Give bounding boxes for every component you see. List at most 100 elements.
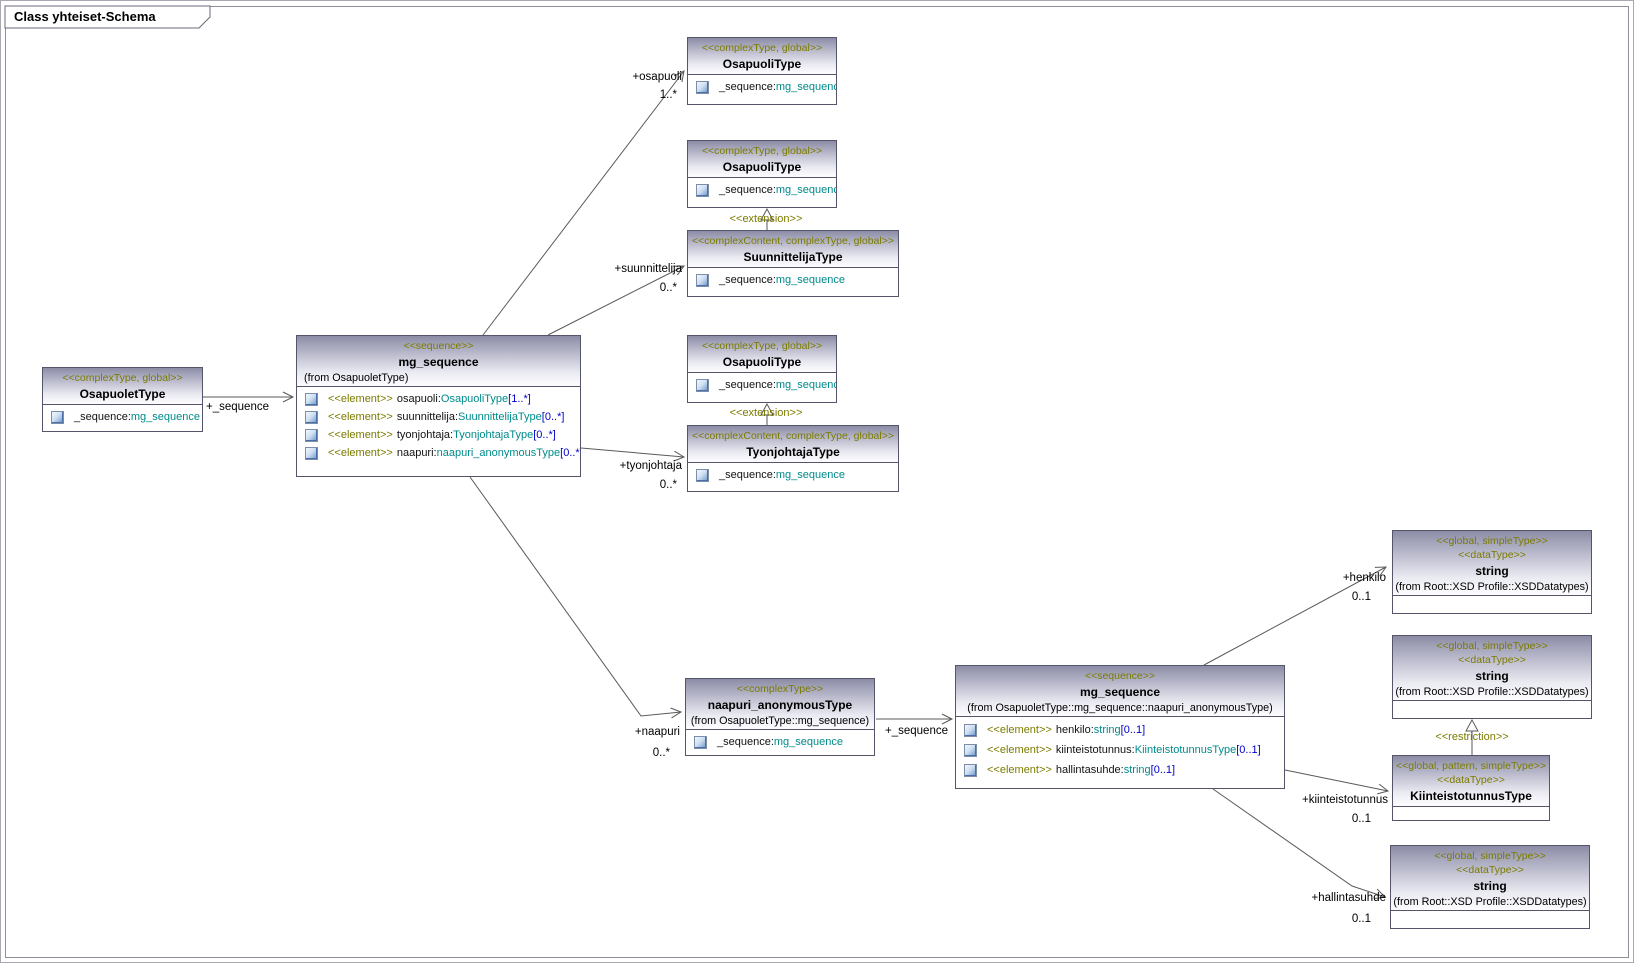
class-name: mg_sequence bbox=[1079, 685, 1161, 699]
element-compartment: <<element>> henkilo:string[0..1] <<eleme… bbox=[956, 716, 1284, 788]
element-type-link[interactable]: TyonjohtajaType bbox=[453, 429, 534, 441]
class-box-mg-sequence-1[interactable]: <<sequence>> mg_sequence (from Osapuolet… bbox=[296, 335, 581, 477]
class-name: KiinteistotunnusType bbox=[1410, 789, 1532, 803]
element-name: hallintasuhde: bbox=[1055, 764, 1124, 776]
element-row-hallintasuhde[interactable]: <<element>> hallintasuhde:string[0..1] bbox=[956, 760, 1284, 780]
edge-label-hallintasuhde: +hallintasuhde bbox=[1311, 892, 1387, 904]
empty-compartment bbox=[1393, 806, 1549, 820]
edge-tyonjohtaja[interactable] bbox=[580, 447, 686, 462]
attribute-row[interactable]: _sequence:mg_sequence bbox=[43, 408, 202, 426]
edge-label-henkilo: +henkilo bbox=[1342, 572, 1386, 584]
edge-osapuoli[interactable] bbox=[482, 70, 685, 336]
element-row-suunnittelija[interactable]: <<element>> suunnittelija:SuunnittelijaT… bbox=[297, 408, 580, 426]
attribute-icon bbox=[51, 410, 64, 424]
element-row-kiinteistotunnus[interactable]: <<element>> kiinteistotunnus:Kiinteistot… bbox=[956, 740, 1284, 760]
attribute-compartment: _sequence:mg_sequence bbox=[688, 177, 836, 207]
stereotype-label: <<complexContent, complexType, global>> bbox=[692, 235, 894, 247]
class-box-naapuri-anonymoustype[interactable]: <<complexType>> naapuri_anonymousType (f… bbox=[685, 678, 875, 756]
class-box-osapuolitype-3[interactable]: <<complexType, global>> OsapuoliType _se… bbox=[687, 335, 837, 403]
element-icon bbox=[305, 446, 318, 460]
class-box-mg-sequence-2[interactable]: <<sequence>> mg_sequence (from Osapuolet… bbox=[955, 665, 1285, 789]
attribute-row[interactable]: _sequence:mg_sequence bbox=[688, 271, 898, 289]
attribute-type-link[interactable]: mg_sequence bbox=[775, 81, 836, 93]
attribute-row[interactable]: _sequence:mg_sequence bbox=[688, 181, 836, 199]
edge-hallintasuhde[interactable] bbox=[1212, 788, 1387, 900]
attribute-row[interactable]: _sequence:mg_sequence bbox=[688, 466, 898, 484]
element-row-tyonjohtaja[interactable]: <<element>> tyonjohtaja:TyonjohtajaType[… bbox=[297, 426, 580, 444]
class-header: <<sequence>> mg_sequence (from Osapuolet… bbox=[956, 666, 1284, 716]
attribute-row[interactable]: _sequence:mg_sequence bbox=[688, 78, 836, 96]
attribute-type-link[interactable]: mg_sequence bbox=[775, 274, 845, 286]
element-row-naapuri[interactable]: <<element>> naapuri:naapuri_anonymousTyp… bbox=[297, 444, 580, 462]
element-type-link[interactable]: OsapuoliType bbox=[440, 393, 509, 405]
element-type-link[interactable]: string bbox=[1093, 724, 1121, 736]
class-box-osapuolitype-2[interactable]: <<complexType, global>> OsapuoliType _se… bbox=[687, 140, 837, 208]
element-stereotype: <<element>> bbox=[328, 447, 393, 459]
attribute-name: _sequence: bbox=[74, 411, 131, 423]
attribute-type-link[interactable]: mg_sequence bbox=[773, 736, 843, 748]
stereotype-label-2: <<dataType>> bbox=[1456, 864, 1524, 876]
class-header: <<complexType>> naapuri_anonymousType (f… bbox=[686, 679, 874, 729]
element-compartment: <<element>> osapuoli:OsapuoliType[1..*] … bbox=[297, 386, 580, 476]
stereotype-label: <<complexContent, complexType, global>> bbox=[692, 430, 894, 442]
class-header: <<global, simpleType>> <<dataType>> stri… bbox=[1393, 636, 1591, 700]
extension-triangle-tyonjohtaja bbox=[760, 402, 774, 416]
from-label: (from Root::XSD Profile::XSDDatatypes) bbox=[1395, 686, 1589, 698]
edge-label-osapuoli: +osapuoli bbox=[632, 71, 682, 83]
attribute-type-link[interactable]: mg_sequence bbox=[775, 184, 836, 196]
edge-suunnittelija[interactable] bbox=[547, 265, 685, 336]
attribute-compartment: _sequence:mg_sequence bbox=[43, 404, 202, 431]
element-icon bbox=[305, 410, 318, 424]
element-type-link[interactable]: SuunnittelijaType bbox=[458, 411, 542, 423]
from-label: (from Root::XSD Profile::XSDDatatypes) bbox=[1395, 581, 1589, 593]
class-box-string-3[interactable]: <<global, simpleType>> <<dataType>> stri… bbox=[1390, 845, 1590, 929]
class-header: <<global, simpleType>> <<dataType>> stri… bbox=[1393, 531, 1591, 595]
multiplicity-kiinteistotunnus: 0..1 bbox=[1351, 813, 1371, 825]
class-box-tyonjohtajatype[interactable]: <<complexContent, complexType, global>> … bbox=[687, 425, 899, 492]
class-box-suunnittelijatype[interactable]: <<complexContent, complexType, global>> … bbox=[687, 230, 899, 297]
multiplicity-hallintasuhde: 0..1 bbox=[1351, 913, 1371, 925]
attribute-type-link[interactable]: mg_sequence bbox=[775, 379, 836, 391]
class-box-string-1[interactable]: <<global, simpleType>> <<dataType>> stri… bbox=[1392, 530, 1592, 614]
attribute-icon bbox=[696, 273, 709, 287]
element-icon bbox=[964, 763, 977, 777]
empty-compartment bbox=[1393, 595, 1591, 613]
element-row-henkilo[interactable]: <<element>> henkilo:string[0..1] bbox=[956, 720, 1284, 740]
class-header: <<complexType, global>> OsapuoliType bbox=[688, 141, 836, 177]
attribute-type-link[interactable]: mg_sequence bbox=[130, 411, 200, 423]
class-name: OsapuoliType bbox=[722, 160, 802, 174]
edge-label-tyonjohtaja: +tyonjohtaja bbox=[619, 460, 682, 472]
stereotype-label-2: <<dataType>> bbox=[1458, 549, 1526, 561]
attribute-row[interactable]: _sequence:mg_sequence bbox=[686, 733, 874, 751]
element-type-link[interactable]: KiinteistotunnusType bbox=[1134, 744, 1237, 756]
stereotype-label: <<global, simpleType>> bbox=[1436, 640, 1548, 652]
class-box-osapuolettype[interactable]: <<complexType, global>> OsapuoletType _s… bbox=[42, 367, 203, 432]
element-stereotype: <<element>> bbox=[987, 744, 1052, 756]
attribute-type-link[interactable]: mg_sequence bbox=[775, 469, 845, 481]
edge-kiinteistotunnus[interactable] bbox=[1284, 769, 1390, 795]
stereotype-label: <<sequence>> bbox=[1084, 670, 1156, 682]
class-box-osapuolitype-1[interactable]: <<complexType, global>> OsapuoliType _se… bbox=[687, 37, 837, 105]
multiplicity-tyonjohtaja: 0..* bbox=[659, 479, 677, 491]
element-row-osapuoli[interactable]: <<element>> osapuoli:OsapuoliType[1..*] bbox=[297, 390, 580, 408]
element-icon bbox=[305, 428, 318, 442]
stereotype-label: <<complexType, global>> bbox=[62, 372, 183, 384]
element-type-link[interactable]: string bbox=[1123, 764, 1151, 776]
title-tab-shape[interactable] bbox=[4, 5, 211, 29]
class-box-string-2[interactable]: <<global, simpleType>> <<dataType>> stri… bbox=[1392, 635, 1592, 719]
edge-naapuri[interactable] bbox=[469, 476, 683, 719]
edge-label-naapuri: +naapuri bbox=[634, 726, 680, 738]
diagram-title: Class yhteiset-Schema bbox=[14, 9, 156, 24]
element-type-link[interactable]: naapuri_anonymousType bbox=[436, 447, 561, 459]
attribute-compartment: _sequence:mg_sequence bbox=[688, 267, 898, 296]
element-cardinality: [0..*] bbox=[560, 447, 580, 459]
multiplicity-naapuri: 0..* bbox=[652, 747, 670, 759]
stereotype-label: <<complexType, global>> bbox=[701, 340, 823, 352]
class-box-kiinteistotunnustype[interactable]: <<global, pattern, simpleType>> <<dataTy… bbox=[1392, 755, 1550, 821]
element-stereotype: <<element>> bbox=[987, 724, 1052, 736]
attribute-icon bbox=[696, 378, 709, 392]
class-name: naapuri_anonymousType bbox=[707, 698, 853, 712]
edge-henkilo[interactable] bbox=[1203, 566, 1387, 666]
attribute-row[interactable]: _sequence:mg_sequence bbox=[688, 376, 836, 394]
